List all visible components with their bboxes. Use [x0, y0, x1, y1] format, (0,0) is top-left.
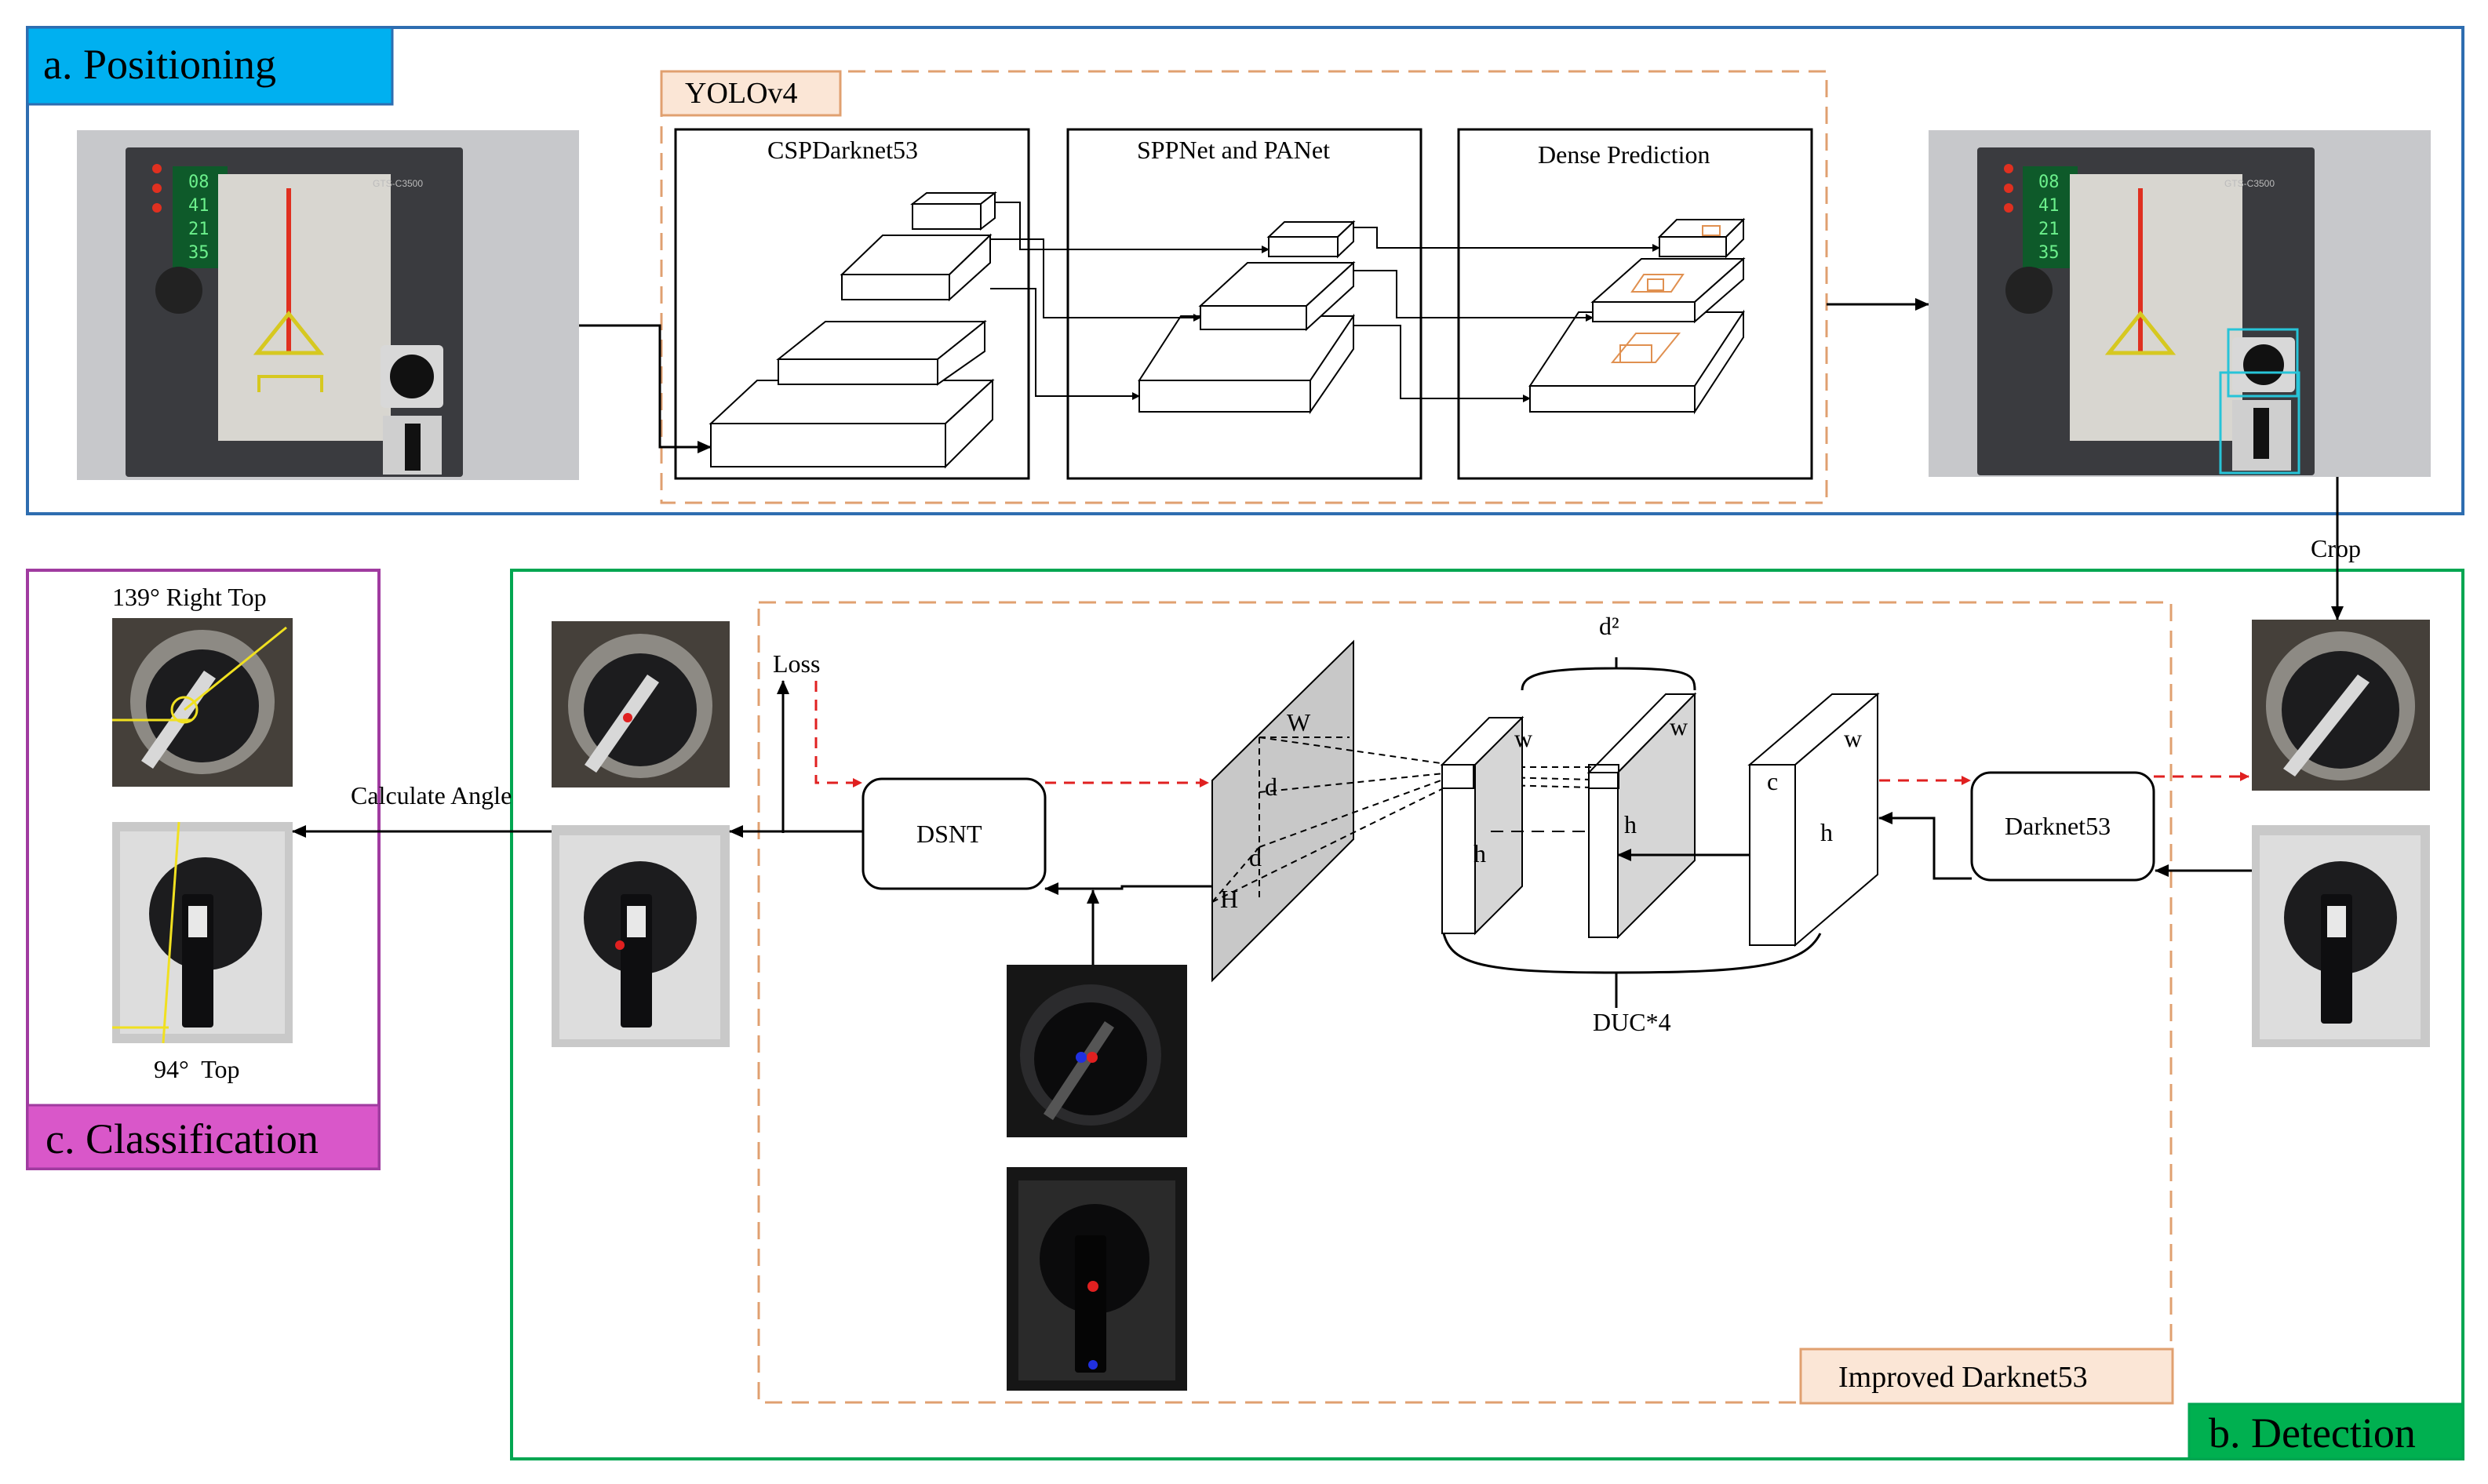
result-photo-top — [112, 618, 293, 787]
red-dashed-arrows — [814, 681, 2249, 787]
plane-H-label: H — [1220, 885, 1239, 913]
detection-arrows — [292, 680, 2252, 965]
duc-label: DUC*4 — [1593, 1008, 1671, 1036]
darknet53-label: Darknet53 — [2005, 812, 2111, 840]
yolo-dashed-frame — [660, 70, 1828, 504]
yolo-title-box — [660, 70, 842, 117]
calculate-angle-label: Calculate Angle — [351, 781, 512, 809]
positioning-frame — [26, 26, 2464, 515]
detection-frame — [510, 569, 2464, 1460]
result-label-bottom: 94° Top — [154, 1055, 240, 1083]
stage-box-1 — [674, 128, 1030, 480]
crop-label: Crop — [2311, 534, 2361, 562]
plane-d-label-2: d — [1249, 843, 1262, 871]
block1-h-label: h — [1473, 839, 1486, 867]
spp-slabs — [1138, 220, 1356, 415]
knob-photo-right-top — [2252, 620, 2430, 791]
result-photo-bottom — [112, 821, 293, 1044]
dsnt-label: DSNT — [916, 820, 982, 848]
darknet53-box — [1970, 771, 2155, 882]
display-row: 21 — [188, 220, 209, 239]
yolo-title: YOLOv4 — [685, 77, 798, 110]
block1-w-label: w — [1514, 724, 1533, 752]
d2-brace — [1521, 657, 1696, 691]
csp-slabs — [709, 191, 997, 469]
plane-d-label-1: d — [1265, 773, 1277, 801]
arrow-panel-to-yolo — [577, 324, 712, 453]
detection-title-box — [2187, 1402, 2464, 1460]
classification-title-box — [26, 1104, 381, 1170]
display-row: 41 — [188, 196, 209, 216]
classification-title: c. Classification — [46, 1115, 319, 1162]
panel-display-left: 08 41 21 35 — [188, 171, 209, 265]
panel-model-right: GTS-C3500 — [2224, 178, 2275, 189]
result-label-top: 139° Right Top — [112, 583, 267, 611]
heatmap-photo-1 — [1007, 965, 1187, 1137]
dsnt-box — [862, 777, 1047, 890]
stage-label-3: Dense Prediction — [1538, 140, 1710, 169]
yolo-connectors — [990, 202, 1660, 402]
knob-photo-mid-top — [552, 621, 730, 787]
display-row: 21 — [2038, 220, 2060, 239]
control-panel-photo-left — [77, 130, 579, 480]
display-row: 08 — [2038, 173, 2060, 192]
dense-anchors — [1610, 225, 1721, 363]
stage-box-2 — [1066, 128, 1422, 480]
duc-block-2 — [1586, 692, 1697, 940]
detection-title: b. Detection — [2209, 1409, 2416, 1457]
positioning-title: a. Positioning — [43, 41, 277, 88]
display-row: 41 — [2038, 196, 2060, 216]
stage-label-1: CSPDarknet53 — [767, 136, 918, 164]
duc-brace — [1442, 933, 1822, 1008]
duc-block-1 — [1440, 715, 1524, 936]
block2-w-label: w — [1670, 712, 1688, 740]
block2-h-label: h — [1624, 810, 1637, 838]
heatmap-photo-2 — [1007, 1167, 1187, 1391]
block3-c-label: c — [1767, 767, 1779, 795]
heatmap-plane — [1211, 639, 1354, 983]
stage-label-2: SPPNet and PANet — [1137, 136, 1330, 164]
plane-W-label: W — [1287, 708, 1311, 737]
panel-model-left: GTS-C3500 — [373, 178, 424, 189]
display-row: 35 — [188, 243, 209, 263]
control-panel-photo-right — [1929, 130, 2431, 477]
dense-slabs — [1528, 217, 1746, 415]
improved-dashed-frame — [757, 601, 2173, 1404]
loss-label: Loss — [773, 649, 821, 678]
positioning-title-box — [26, 26, 394, 106]
block3-h-label: h — [1820, 818, 1833, 846]
knob-photo-mid-bottom — [552, 825, 730, 1047]
block3-w-label: w — [1844, 724, 1863, 752]
display-row: 35 — [2038, 243, 2060, 263]
knob-photo-right-bottom — [2252, 825, 2430, 1047]
d2-label: d² — [1599, 612, 1619, 640]
display-row: 08 — [188, 173, 209, 192]
improved-title: Improved Darknet53 — [1838, 1361, 2088, 1394]
stage-box-3 — [1457, 128, 1813, 480]
panel-display-right: 08 41 21 35 — [2038, 171, 2060, 265]
improved-title-box — [1799, 1348, 2174, 1405]
